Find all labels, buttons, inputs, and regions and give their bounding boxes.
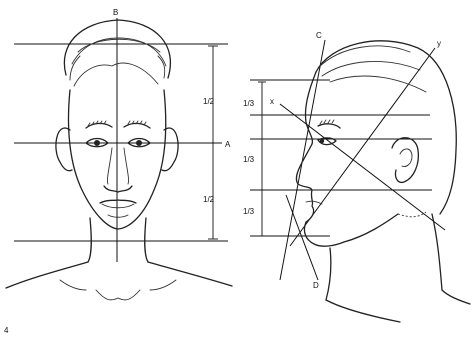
label-half-bottom: 1/2 (203, 195, 215, 204)
label-d: D (313, 281, 319, 290)
label-half-top: 1/2 (203, 97, 215, 106)
label-y: y (437, 39, 441, 48)
label-b: B (113, 8, 118, 17)
label-a: A (225, 140, 231, 149)
front-view-figure (6, 18, 232, 300)
line-c (280, 40, 325, 280)
label-third-2: 1/3 (243, 155, 255, 164)
label-x: x (270, 97, 274, 106)
line-x (280, 104, 445, 230)
label-corner: 4 (4, 326, 9, 335)
label-third-1: 1/3 (243, 99, 255, 108)
label-third-3: 1/3 (243, 207, 255, 216)
label-c: C (316, 31, 322, 40)
profile-view-figure (250, 40, 470, 322)
